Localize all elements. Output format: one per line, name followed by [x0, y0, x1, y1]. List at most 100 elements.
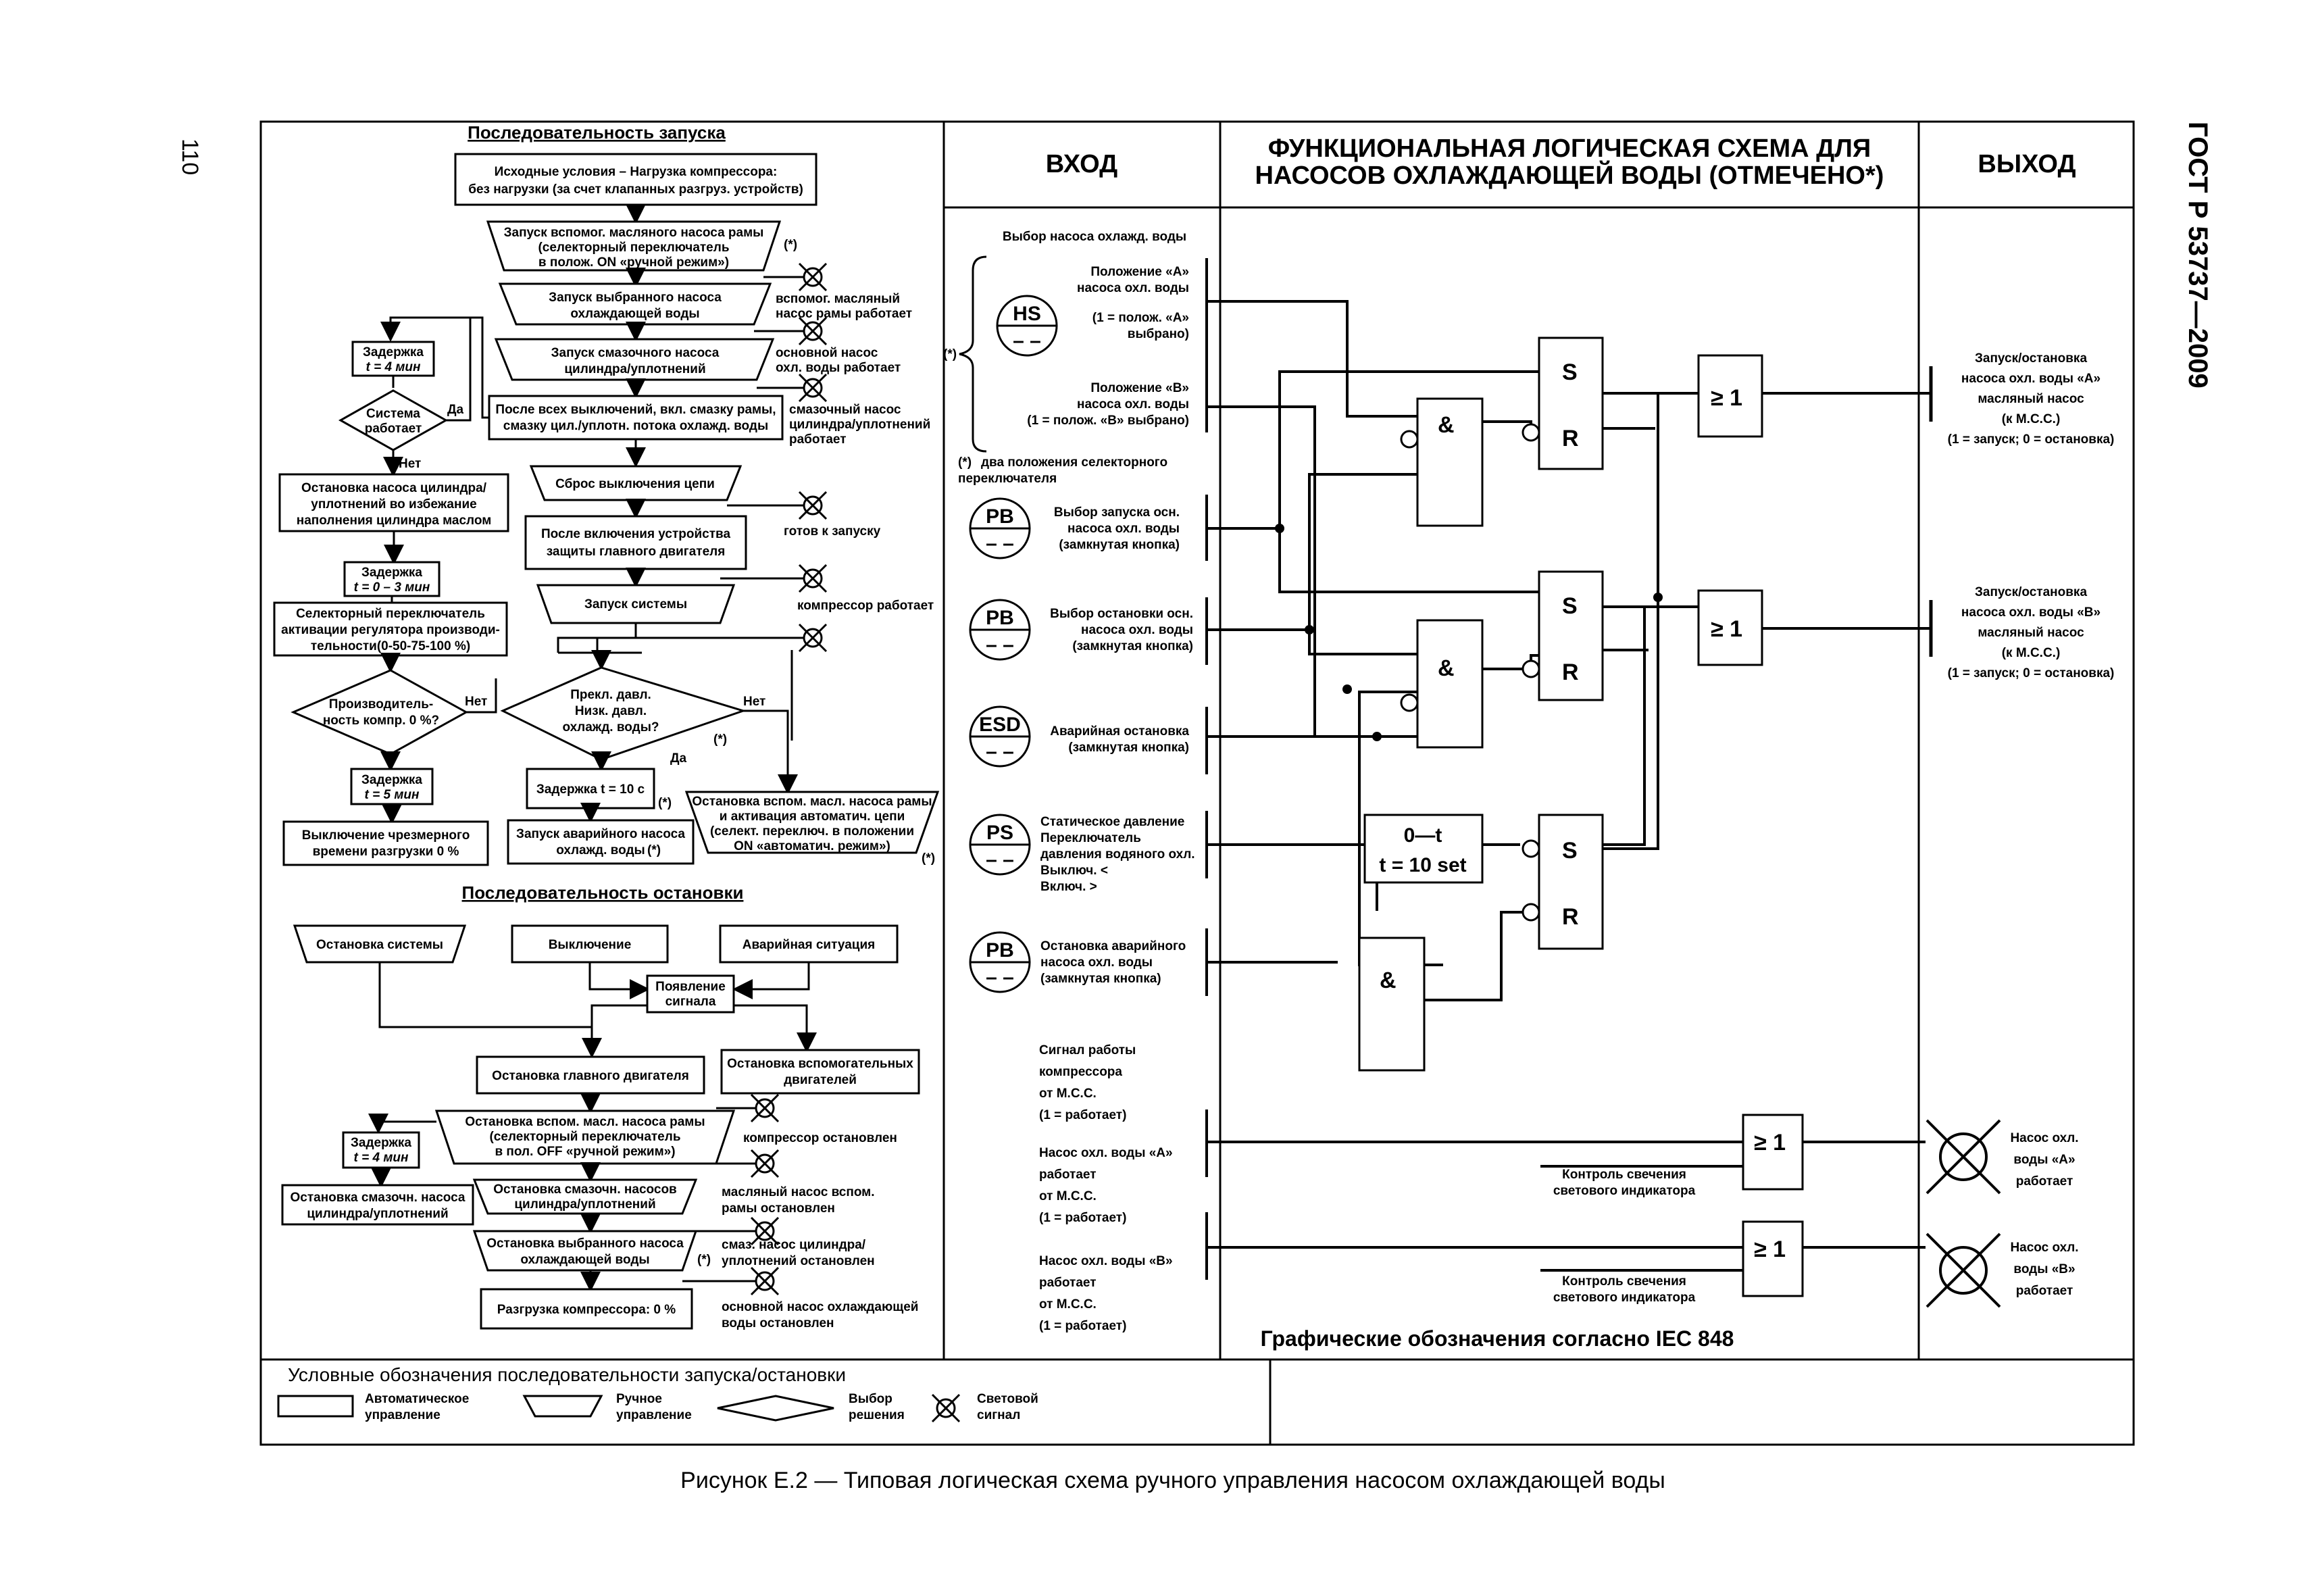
diagram-label: охлаждающей воды	[520, 1253, 649, 1267]
diagram-label: (*)	[697, 1253, 711, 1267]
header-title-2: НАСОСОВ ОХЛАЖДАЮЩЕЙ ВОДЫ (ОТМЕЧЕНО*)	[1255, 159, 1884, 190]
diagram-label: (*)	[922, 851, 935, 866]
diagram-label: Остановка смазочн. насосов	[493, 1182, 677, 1197]
legend-lamp-icon	[931, 1393, 961, 1423]
start-sequence: Последовательность запуска Исходные усло…	[273, 122, 940, 866]
diagram-label: Насос охл.	[2010, 1131, 2078, 1145]
diagram-label: (*)	[713, 732, 727, 747]
diagram-label: цилиндра/уплотнений	[789, 418, 930, 432]
stop-aux-manual	[684, 791, 940, 854]
diagram-label: работает	[789, 432, 847, 447]
diagram-label: Селекторный переключатель	[296, 607, 485, 621]
diagram-label: Остановка вспом. масл. насоса рамы	[692, 795, 932, 809]
header-output: ВЫХОД	[1978, 150, 2076, 178]
off-excess-box	[282, 820, 489, 866]
pb3-symbol: PB – –	[969, 931, 1031, 993]
diagram-label: цилиндра/уплотнений	[514, 1197, 655, 1212]
perf0-decision	[291, 669, 469, 755]
diagram-label: Нет	[399, 457, 421, 471]
diagram-label: Запуск вспомог. масляного насоса рамы	[504, 226, 764, 240]
diagram-label: &	[1438, 655, 1455, 681]
diagram-label: После включения устройства	[541, 527, 731, 541]
diagram-label: охл. воды работает	[776, 361, 901, 375]
diagram-label: – –	[986, 849, 1014, 871]
diagram-label: цилиндра/уплотнений	[564, 362, 705, 376]
diagram-label: Производитель-	[329, 697, 433, 712]
gates: & S R ≥ 1 & S R ≥ 1 0—t t = 10 set S R &…	[1261, 336, 1804, 1351]
diagram-label: Контроль свечения	[1562, 1274, 1686, 1289]
diagram-label: Насос охл. воды «А»	[1039, 1146, 1173, 1160]
lamp-a-icon	[1926, 1119, 2001, 1195]
diagram-label: Задержка	[363, 345, 424, 359]
aux-oil-manual	[486, 220, 782, 272]
diagram-label: (*)	[943, 347, 957, 361]
lamp-comp-icon	[798, 564, 828, 593]
diagram-label: Условные обозначения последовательности …	[288, 1364, 846, 1385]
diagram-label: Включ. >	[1040, 880, 1097, 894]
diagram-label: R	[1562, 904, 1579, 930]
diagram-label: (к М.С.С.)	[2002, 646, 2061, 660]
or-gate-2	[1697, 589, 1763, 666]
lamp-b-icon	[1926, 1232, 2001, 1308]
diagram-label: t = 0 – 3 мин	[354, 580, 430, 595]
diagram-label: Остановка выбранного насоса	[486, 1237, 684, 1251]
diagram-label: Остановка системы	[316, 938, 443, 952]
diagram-label: уплотнений остановлен	[722, 1254, 875, 1268]
after-all-box	[488, 395, 784, 441]
diagram-label: (замкнутая кнопка)	[1040, 972, 1161, 986]
diagram-label: Низк. давл.	[575, 704, 647, 718]
diagram-label: Запуск/остановка	[1975, 351, 2087, 366]
diagram-label: масляный насос	[1978, 392, 2084, 406]
diagram-label: вспомог. масляный	[776, 292, 900, 306]
diagram-label: HS	[1013, 303, 1041, 325]
outputs: Запуск/остановка насоса охл. воды «А» ма…	[1926, 351, 2114, 1308]
stop-lube-manual	[472, 1178, 698, 1215]
diagram-label: Переключатель	[1040, 831, 1141, 845]
delay03-box	[343, 561, 441, 597]
diagram-label: охлажд. воды?	[562, 720, 659, 734]
diagram-label: и активация автоматич. цепи	[720, 809, 905, 824]
diagram-label: Появление	[655, 980, 726, 994]
diagram-label: ≥ 1	[1754, 1237, 1786, 1262]
diagram-label: светового индикатора	[1553, 1291, 1696, 1305]
diagram-label: R	[1562, 426, 1579, 451]
delay4-box	[351, 341, 435, 377]
diagram-label: PB	[986, 607, 1014, 629]
diagram-label: масляный насос	[1978, 626, 2084, 640]
diagram-label: воды остановлен	[722, 1316, 834, 1330]
diagram-label: работает	[1039, 1276, 1097, 1290]
lamp-ready-icon	[798, 491, 828, 520]
diagram-label: защиты главного двигателя	[547, 545, 726, 559]
diagram-label: (1 = полож. «А»	[1092, 311, 1189, 325]
diagram-label: Насос охл.	[2010, 1241, 2078, 1255]
legend-auto-symbol	[277, 1395, 354, 1418]
diagram-label: Запуск/остановка	[1975, 585, 2087, 599]
diagram-label: Выбор	[849, 1392, 892, 1406]
diagram-label: PB	[986, 939, 1014, 962]
main-motor-box	[476, 1055, 705, 1095]
diagram-label: насоса охл. воды «А»	[1961, 372, 2101, 386]
legend: Условные обозначения последовательности …	[277, 1364, 1038, 1423]
diagram-label: (селекторный переключатель	[538, 241, 729, 255]
diagram-label: PB	[986, 505, 1014, 528]
stop-cyl-box	[278, 473, 509, 532]
diagram-label: Остановка вспомогательных	[727, 1057, 913, 1071]
diagram-label: ON «автоматич. режим»)	[734, 839, 890, 853]
diagram-label: Сигнал работы	[1039, 1043, 1136, 1057]
pb2-symbol: PB – –	[969, 599, 1031, 661]
diagram-label: Остановка вспом. масл. насоса рамы	[465, 1115, 705, 1129]
diagram-label: – –	[986, 634, 1014, 656]
diagram-label: решения	[849, 1408, 905, 1422]
diagram-label: Запуск аварийного насоса	[516, 827, 685, 841]
diagram-label: основной насос охлаждающей	[722, 1300, 918, 1314]
legend-decision-symbol	[717, 1395, 834, 1422]
diagram-label: Задержка t = 10 с	[536, 782, 645, 797]
diagram-label: t = 4 мин	[354, 1151, 409, 1165]
diagram-label: Да	[670, 751, 687, 766]
and-gate-1	[1416, 397, 1484, 527]
header-input: ВХОД	[1046, 150, 1118, 178]
diagram-label: &	[1438, 412, 1455, 438]
header-title: ФУНКЦИОНАЛЬНАЯ ЛОГИЧЕСКАЯ СХЕМА ДЛЯ	[1268, 134, 1871, 163]
diagram-label: Остановка аварийного	[1040, 939, 1186, 953]
diagram-label: насос рамы работает	[776, 307, 912, 321]
